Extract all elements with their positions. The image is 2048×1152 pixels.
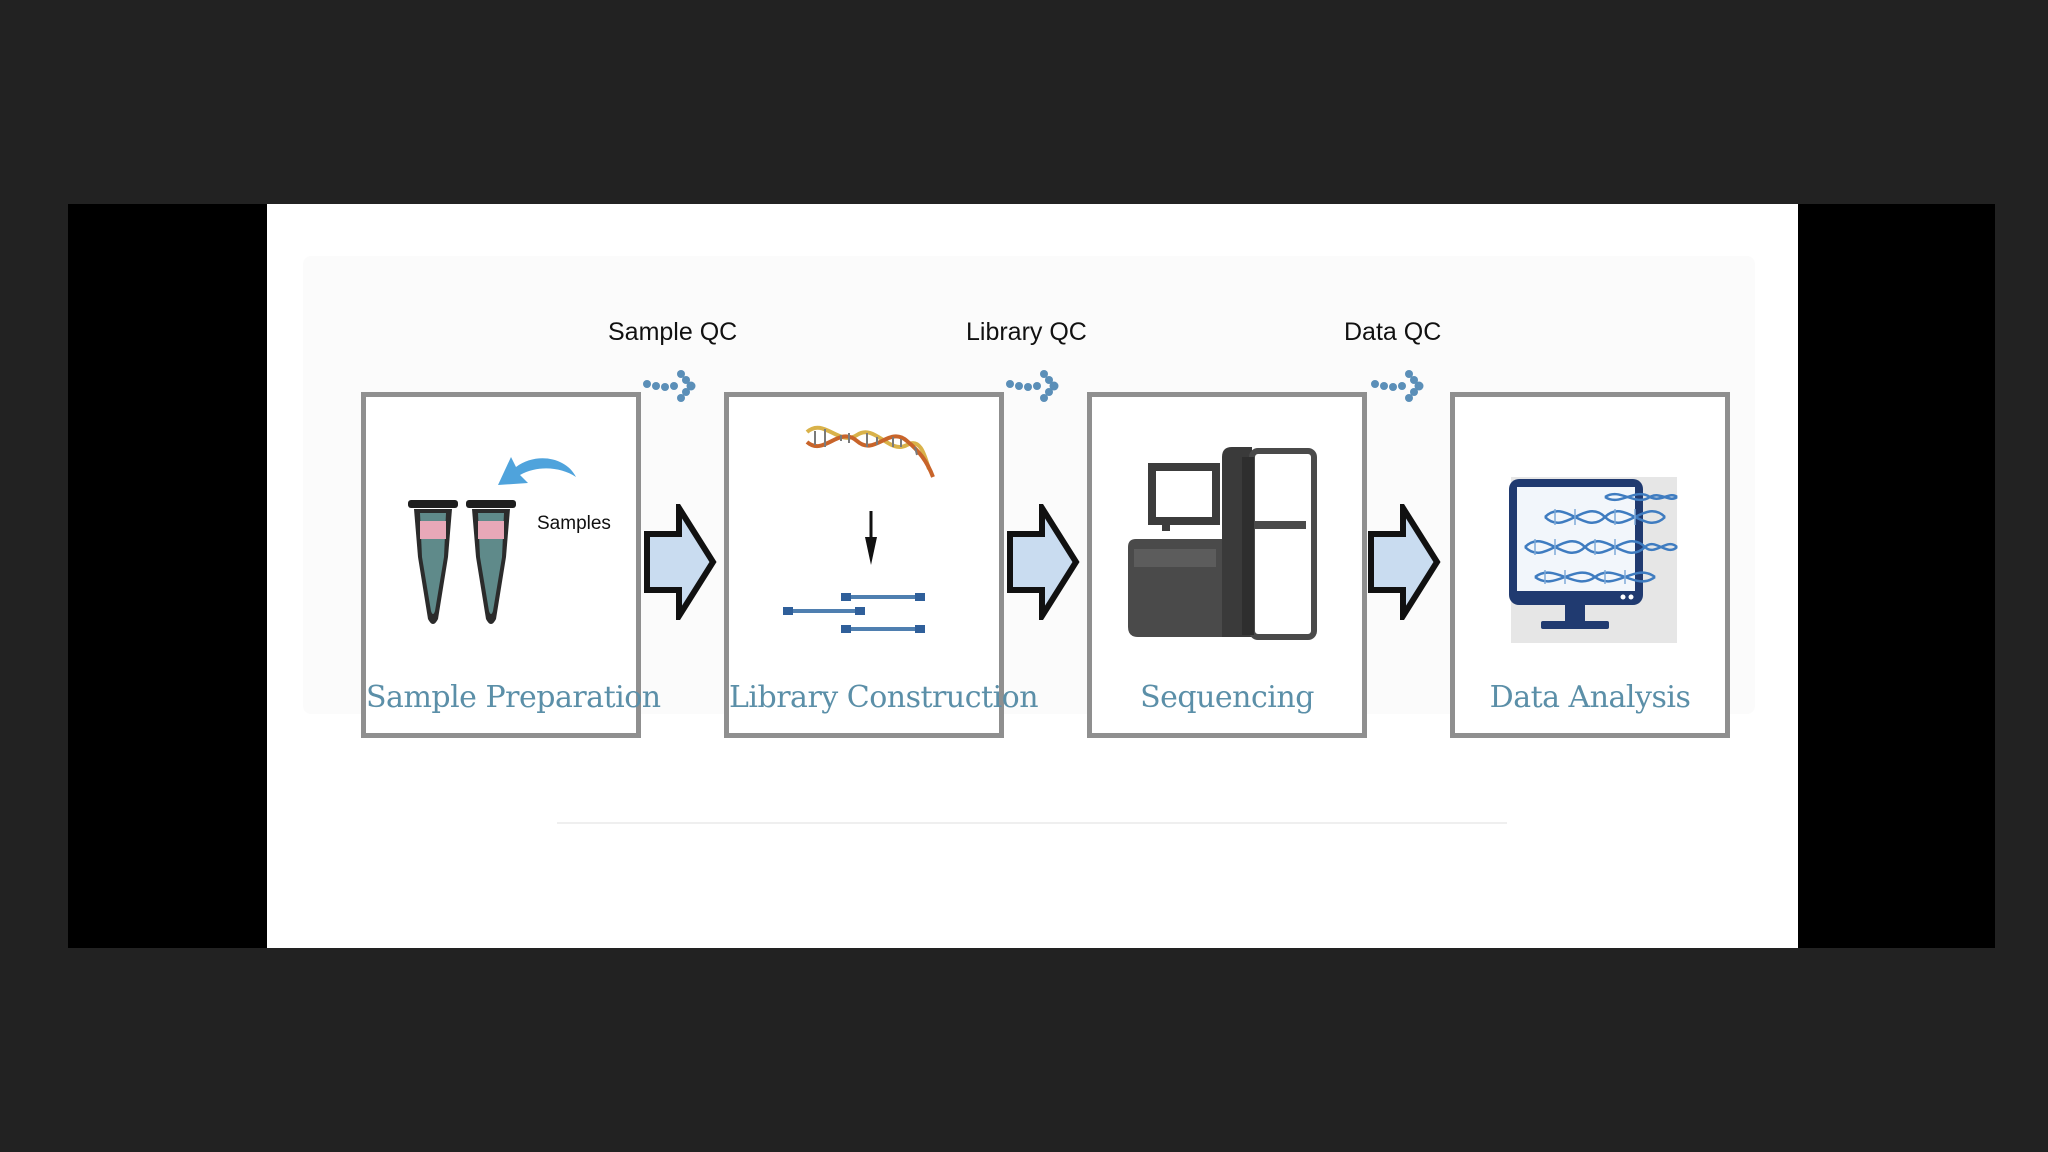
stage-label: Library Construction [729, 680, 1039, 715]
qc-label-data: Data QC [1344, 318, 1442, 346]
qc-dotted-arrow-icon [1371, 370, 1424, 402]
qc-label-sample: Sample QC [608, 318, 738, 346]
flow-arrow-icon [1007, 504, 1080, 620]
stage-label: Sample Preparation [366, 680, 661, 715]
stage-data-analysis: Data Analysis [1450, 392, 1730, 738]
stage-label: Data Analysis [1489, 680, 1691, 715]
sequencer-machine-icon [1128, 447, 1317, 640]
qc-label-library: Library QC [966, 318, 1087, 346]
video-frame: Sample QC Library QC Data QC [68, 204, 1995, 948]
stage-library-construction: Library Construction [724, 392, 1039, 738]
qc-dotted-arrow-icon [643, 370, 696, 402]
computer-monitor-icon [1509, 477, 1678, 643]
workflow-panel: Sample QC Library QC Data QC [303, 256, 1755, 738]
stage-sample-preparation: Samples Sample Preparation [361, 392, 661, 738]
stage-sequencing: Sequencing [1087, 392, 1367, 738]
flow-arrow-icon [644, 504, 717, 620]
samples-caption: Samples [537, 513, 611, 534]
dna-fragmentation-icon [783, 425, 935, 633]
flow-arrow-icon [1368, 504, 1441, 620]
slide: Sample QC Library QC Data QC [267, 204, 1798, 948]
qc-dotted-arrow-icon [1006, 370, 1059, 402]
stage-label: Sequencing [1140, 680, 1314, 715]
divider-line [557, 822, 1507, 824]
sample-tubes-icon [408, 457, 576, 624]
